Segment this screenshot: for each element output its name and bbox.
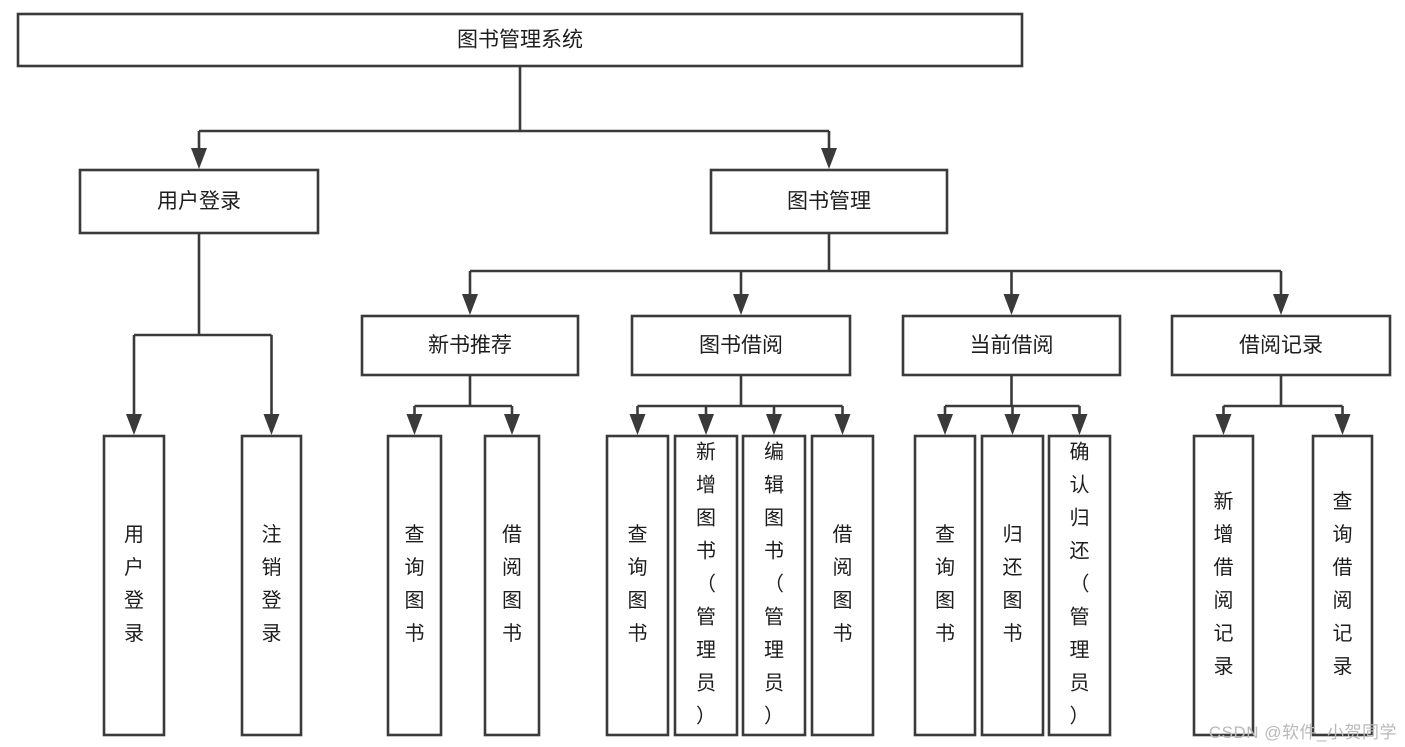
node-l4-edit-book[interactable]: 编辑图书（管理员） — [741, 434, 807, 737]
connector-layer — [126, 66, 1351, 435]
node-box — [810, 434, 875, 737]
node-label: 查询借阅记录 — [1333, 490, 1353, 678]
arrow-head-icon — [504, 414, 520, 435]
node-l4-add-record[interactable]: 新增借阅记录 — [1192, 434, 1255, 737]
node-box — [901, 314, 1122, 377]
node-box — [483, 434, 541, 737]
node-l3-borrow-record[interactable]: 借阅记录 — [1170, 314, 1392, 377]
node-root[interactable]: 图书管理系统 — [16, 12, 1024, 68]
node-label: 用户登录 — [124, 524, 144, 645]
node-box — [1047, 434, 1112, 737]
node-label: 借阅记录 — [1239, 334, 1323, 357]
node-l4-confirm-return[interactable]: 确认归还（管理员） — [1047, 434, 1112, 737]
node-box — [605, 434, 670, 737]
node-label: 借阅图书 — [833, 523, 853, 645]
arrow-head-icon — [937, 414, 953, 435]
node-label: 用户登录 — [157, 190, 241, 213]
node-box — [630, 314, 852, 377]
node-l4-borrow-book-b[interactable]: 借阅图书 — [810, 434, 875, 737]
arrow-head-icon — [629, 414, 646, 435]
arrow-head-icon — [698, 414, 714, 435]
arrow-head-icon — [1334, 414, 1351, 435]
node-box — [673, 434, 739, 737]
arrow-head-icon — [1273, 294, 1289, 315]
node-label: 图书借阅 — [699, 334, 783, 357]
node-box — [980, 434, 1045, 737]
node-box — [1311, 434, 1374, 737]
node-label: 查询图书 — [935, 523, 955, 645]
node-label: 查询图书 — [628, 523, 648, 645]
node-label: 编辑图书（管理员） — [764, 441, 784, 728]
arrow-head-icon — [733, 294, 749, 315]
node-l4-add-book[interactable]: 新增图书（管理员） — [673, 434, 739, 737]
node-l3-book-borrow[interactable]: 图书借阅 — [630, 314, 852, 377]
node-l4-user-login[interactable]: 用户登录 — [102, 434, 166, 737]
node-box — [1170, 314, 1392, 377]
node-label: 新书推荐 — [428, 334, 512, 357]
arrow-head-icon — [462, 294, 478, 315]
node-l2-book-manage[interactable]: 图书管理 — [709, 168, 949, 235]
node-l4-query-record[interactable]: 查询借阅记录 — [1311, 434, 1374, 737]
node-l3-new-book-rec[interactable]: 新书推荐 — [360, 314, 580, 377]
node-label: 归还图书 — [1003, 523, 1023, 645]
node-layer: 图书管理系统用户登录图书管理新书推荐图书借阅当前借阅借阅记录用户登录注销登录查询… — [16, 12, 1392, 737]
node-l4-query-book-b[interactable]: 查询图书 — [605, 434, 670, 737]
arrow-head-icon — [821, 148, 837, 169]
arrow-head-icon — [126, 414, 142, 435]
arrow-head-icon — [766, 414, 782, 435]
node-label: 注销登录 — [262, 523, 282, 645]
arrow-head-icon — [834, 414, 851, 435]
node-label: 图书管理 — [787, 190, 871, 213]
arrow-head-icon — [1215, 414, 1232, 435]
arrow-head-icon — [406, 414, 423, 435]
arrow-head-icon — [263, 414, 280, 435]
node-label: 新增借阅记录 — [1214, 490, 1234, 678]
node-box — [1192, 434, 1255, 737]
node-label: 新增图书（管理员） — [696, 441, 716, 728]
node-box — [102, 434, 166, 737]
node-box — [78, 168, 320, 235]
node-l3-current-borrow[interactable]: 当前借阅 — [901, 314, 1122, 377]
node-box — [913, 434, 977, 737]
node-box — [16, 12, 1024, 68]
node-l4-return-book[interactable]: 归还图书 — [980, 434, 1045, 737]
node-l4-query-book-c[interactable]: 查询图书 — [913, 434, 977, 737]
node-l4-borrow-book-a[interactable]: 借阅图书 — [483, 434, 541, 737]
node-label: 借阅图书 — [502, 523, 522, 645]
node-label: 查询图书 — [405, 523, 425, 645]
arrow-head-icon — [1004, 414, 1021, 435]
node-label: 确认归还（管理员） — [1070, 441, 1090, 728]
node-box — [240, 434, 303, 737]
node-box — [709, 168, 949, 235]
node-l2-user-login[interactable]: 用户登录 — [78, 168, 320, 235]
node-box — [741, 434, 807, 737]
node-l4-query-book-a[interactable]: 查询图书 — [386, 434, 443, 737]
node-l4-user-logout[interactable]: 注销登录 — [240, 434, 303, 737]
node-label: 当前借阅 — [970, 334, 1054, 357]
node-box — [386, 434, 443, 737]
node-label: 图书管理系统 — [457, 29, 583, 52]
arrow-head-icon — [1071, 414, 1088, 435]
node-box — [360, 314, 580, 377]
arrow-head-icon — [191, 148, 207, 169]
arrow-head-icon — [1003, 294, 1020, 315]
